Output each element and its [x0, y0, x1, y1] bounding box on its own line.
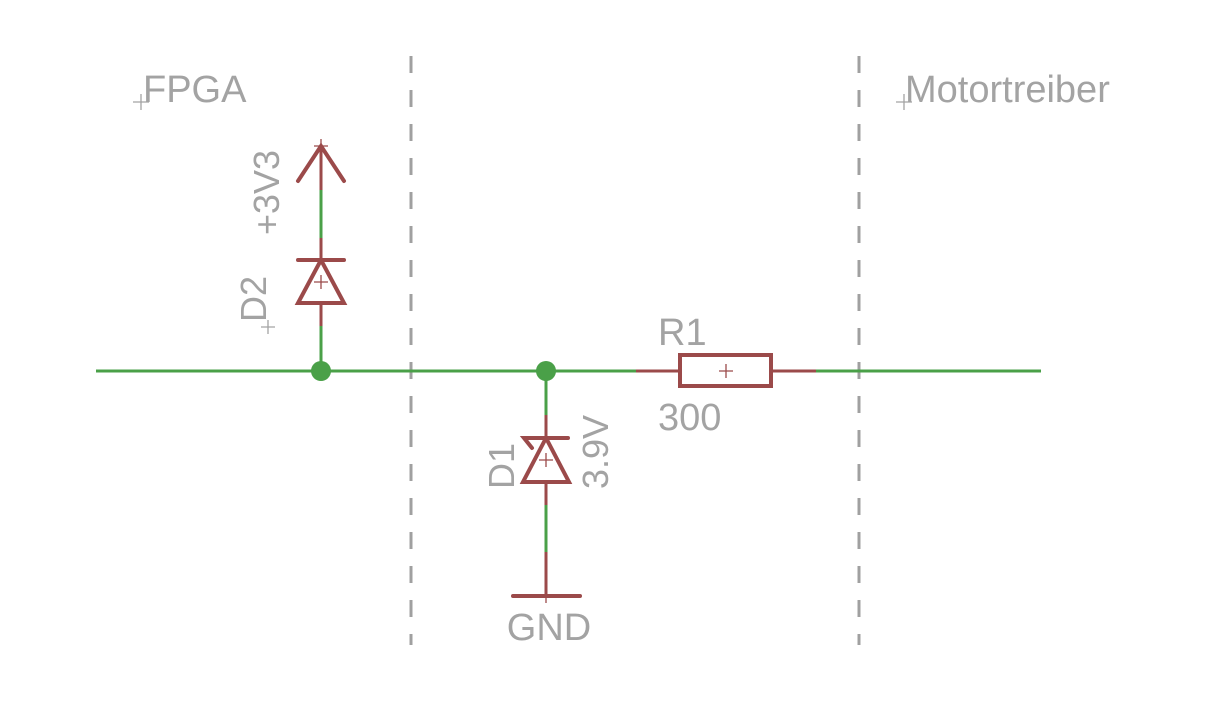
resistor-r1-value: 300: [658, 397, 721, 439]
zener-diode-d1-label: D1: [481, 443, 522, 489]
resistor-r1: R1 300: [636, 312, 816, 439]
zone-label-fpga-group: FPGA: [133, 69, 247, 111]
zener-diode-d1: D1 3.9V: [481, 371, 616, 552]
zone-label-motortreiber: Motortreiber: [905, 69, 1110, 111]
resistor-r1-label: R1: [658, 312, 707, 354]
zone-label-fpga: FPGA: [143, 69, 247, 111]
diode-d2-label: D2: [233, 276, 274, 322]
supply-3v3-symbol: +3V3: [246, 139, 346, 235]
ground-label: GND: [507, 607, 591, 649]
supply-3v3-label: +3V3: [246, 150, 287, 235]
signal-net: [96, 361, 1041, 381]
zone-label-motortreiber-group: Motortreiber: [896, 69, 1110, 111]
ground-symbol: GND: [507, 552, 591, 649]
diode-d2: D2: [233, 190, 348, 371]
zener-diode-d1-value: 3.9V: [575, 415, 616, 489]
